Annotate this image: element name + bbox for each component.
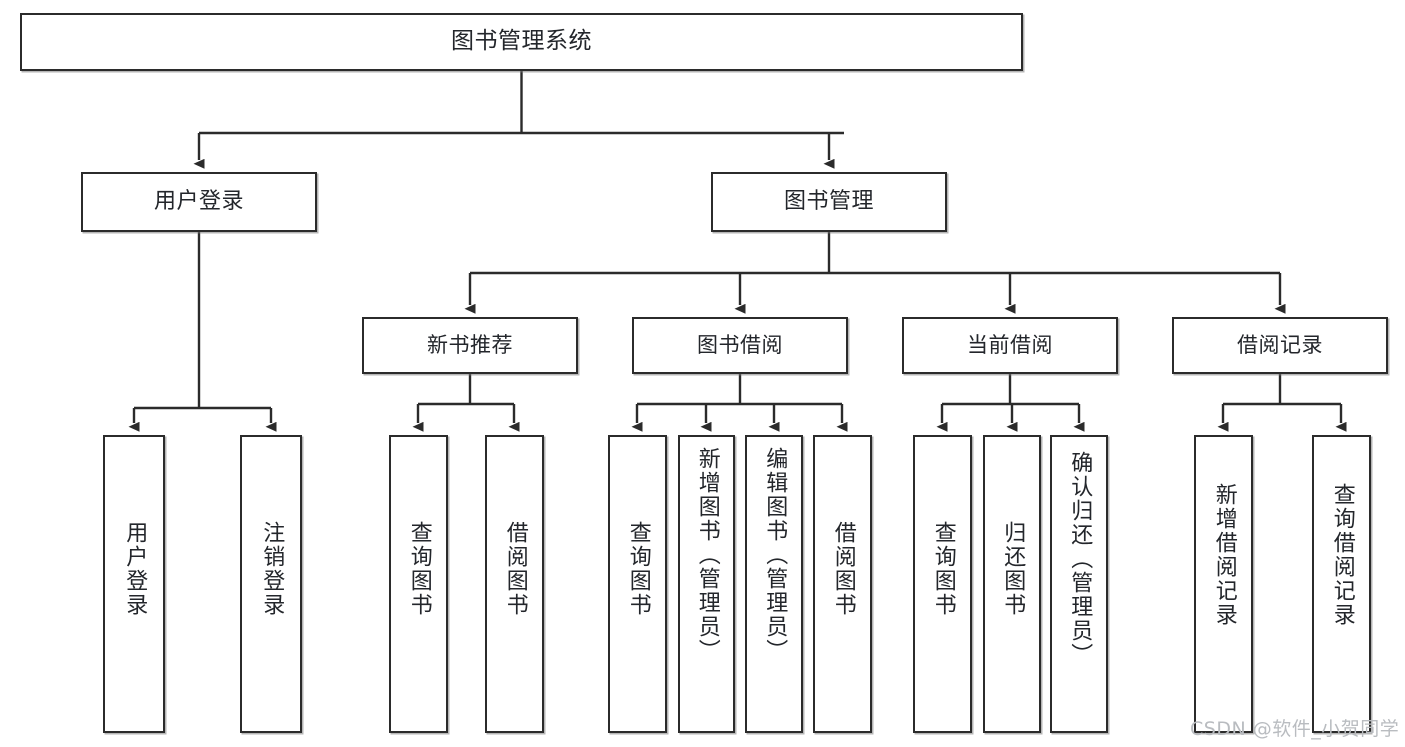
leaf-edit-book-admin[interactable]: 编辑图书（管理员） [745,435,803,733]
node-label: 用户登录 [153,189,244,215]
node-label: 查询图书 [930,521,956,617]
node-label: 注销登录 [259,521,285,617]
node-label: 当前借阅 [967,333,1053,358]
leaf-query-book-current[interactable]: 查询图书 [913,435,972,733]
node-label: 用户登录 [122,521,148,617]
node-root[interactable]: 图书管理系统 [20,13,1023,71]
csdn-watermark: CSDN @软件_小贺同学 [1190,718,1400,740]
node-label: 新增借阅记录 [1211,483,1237,627]
node-label: 确认归还（管理员） [1067,451,1093,667]
node-label: 编辑图书（管理员） [762,447,788,663]
node-label: 借阅记录 [1237,333,1323,358]
node-label: 图书借阅 [697,333,783,358]
node-label: 查询图书 [406,521,432,617]
node-book-management[interactable]: 图书管理 [711,172,947,232]
leaf-return-book[interactable]: 归还图书 [983,435,1041,733]
node-current-borrow[interactable]: 当前借阅 [902,317,1118,374]
node-borrow-record[interactable]: 借阅记录 [1172,317,1388,374]
node-label: 查询借阅记录 [1329,483,1355,627]
leaf-query-borrow-record[interactable]: 查询借阅记录 [1312,435,1371,733]
leaf-confirm-return-admin[interactable]: 确认归还（管理员） [1050,435,1108,733]
node-label: 借阅图书 [830,521,856,617]
node-label: 借阅图书 [502,521,528,617]
leaf-query-book-newbook[interactable]: 查询图书 [389,435,448,733]
leaf-borrow-book[interactable]: 借阅图书 [813,435,872,733]
node-label: 查询图书 [625,521,651,617]
node-label: 归还图书 [1000,521,1026,617]
leaf-borrow-book-newbook[interactable]: 借阅图书 [485,435,544,733]
leaf-user-login[interactable]: 用户登录 [103,435,165,733]
leaf-add-book-admin[interactable]: 新增图书（管理员） [678,435,735,733]
node-label: 图书管理 [783,189,874,215]
leaf-add-borrow-record[interactable]: 新增借阅记录 [1194,435,1253,733]
leaf-query-book-borrow[interactable]: 查询图书 [608,435,667,733]
node-book-borrow[interactable]: 图书借阅 [632,317,848,374]
node-new-book-recommend[interactable]: 新书推荐 [362,317,578,374]
node-label: 图书管理系统 [451,28,592,55]
leaf-logout[interactable]: 注销登录 [240,435,302,733]
node-user-login[interactable]: 用户登录 [81,172,317,232]
node-label: 新增图书（管理员） [694,447,720,663]
node-label: 新书推荐 [427,333,513,358]
